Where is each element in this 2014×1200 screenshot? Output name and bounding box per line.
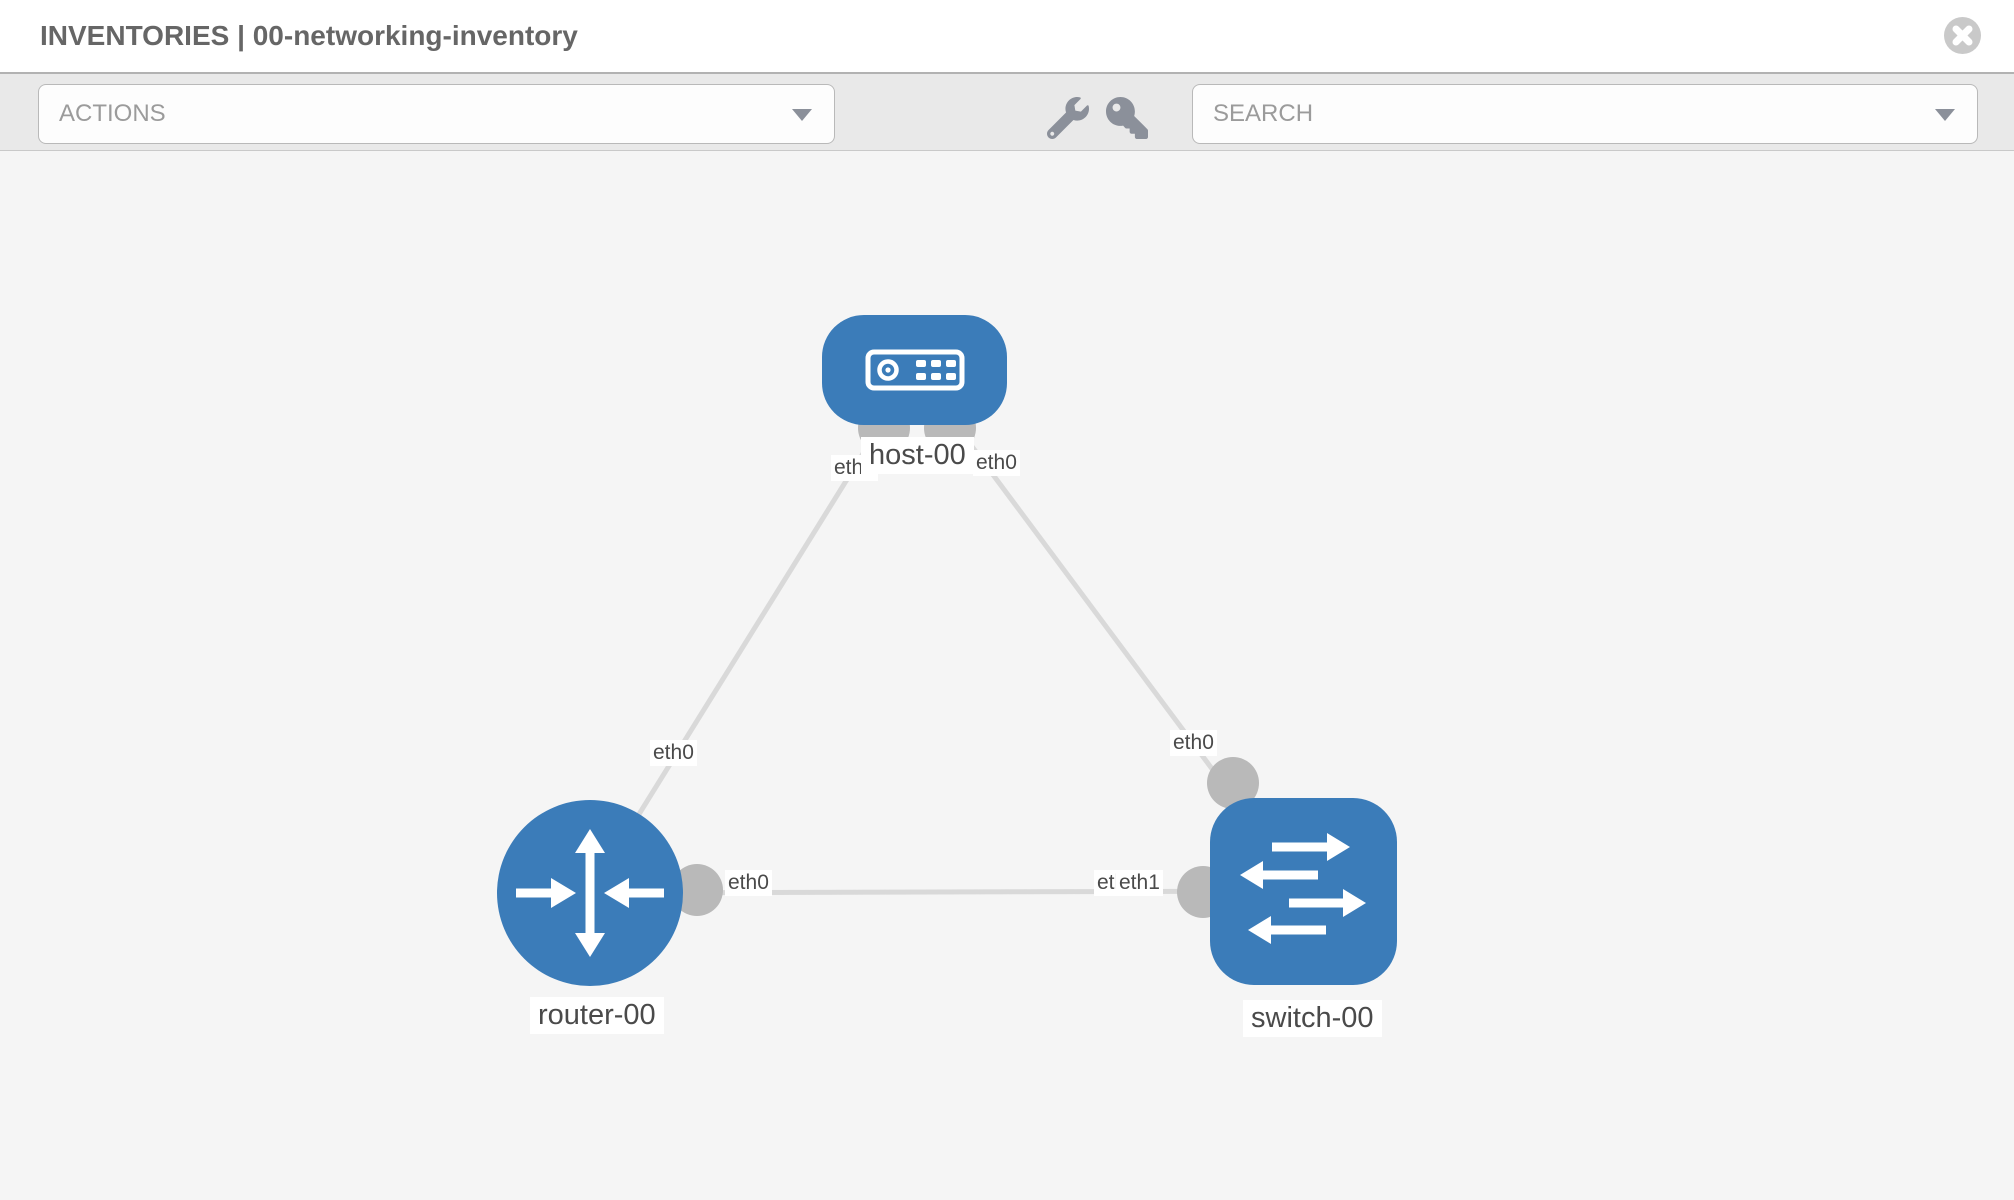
router-icon [516, 829, 664, 957]
endpoint-router-switch [671, 864, 723, 916]
inventory-name: 00-networking-inventory [252, 20, 578, 51]
chevron-down-icon [792, 109, 812, 121]
chevron-down-icon [1935, 109, 1955, 121]
search-dropdown[interactable] [1192, 84, 1978, 144]
page-title: INVENTORIES | 00-networking-inventory [40, 20, 578, 52]
search-input[interactable] [1213, 86, 1913, 142]
host-icon [865, 349, 965, 391]
actions-dropdown[interactable]: ACTIONS [38, 84, 835, 144]
node-host-00[interactable] [822, 315, 1007, 425]
iface-label-router-switch-router: eth0 [725, 870, 772, 896]
toolbar: ACTIONS [0, 72, 2014, 151]
breadcrumb-section: INVENTORIES [40, 20, 230, 51]
node-label-switch: switch-00 [1243, 1000, 1382, 1037]
node-label-host: host-00 [861, 437, 974, 474]
node-switch-00[interactable] [1210, 798, 1397, 985]
wrench-icon [1046, 97, 1089, 140]
endpoint-switch-host [1207, 757, 1259, 809]
breadcrumb-separator: | [237, 20, 245, 51]
node-label-router: router-00 [530, 997, 664, 1034]
topology-canvas[interactable]: eth0 eth0 eth0 eth0 eth0 eth0 eth1 host-… [0, 151, 2014, 1200]
switch-icon [1240, 833, 1366, 944]
configure-button[interactable] [1046, 97, 1089, 140]
credentials-button[interactable] [1106, 97, 1148, 139]
actions-dropdown-label: ACTIONS [59, 100, 166, 127]
iface-label-host-switch-switch: eth0 [1170, 730, 1217, 756]
header-bar: INVENTORIES | 00-networking-inventory [0, 0, 2014, 72]
close-icon [1952, 25, 1973, 46]
iface-label-host-router-router: eth0 [650, 740, 697, 766]
close-button[interactable] [1944, 17, 1981, 54]
node-router-00[interactable] [497, 800, 683, 986]
key-icon [1106, 97, 1148, 139]
iface-label-host-switch-host: eth0 [973, 450, 1020, 476]
iface-label-router-switch-switch-front: eth1 [1116, 870, 1163, 896]
